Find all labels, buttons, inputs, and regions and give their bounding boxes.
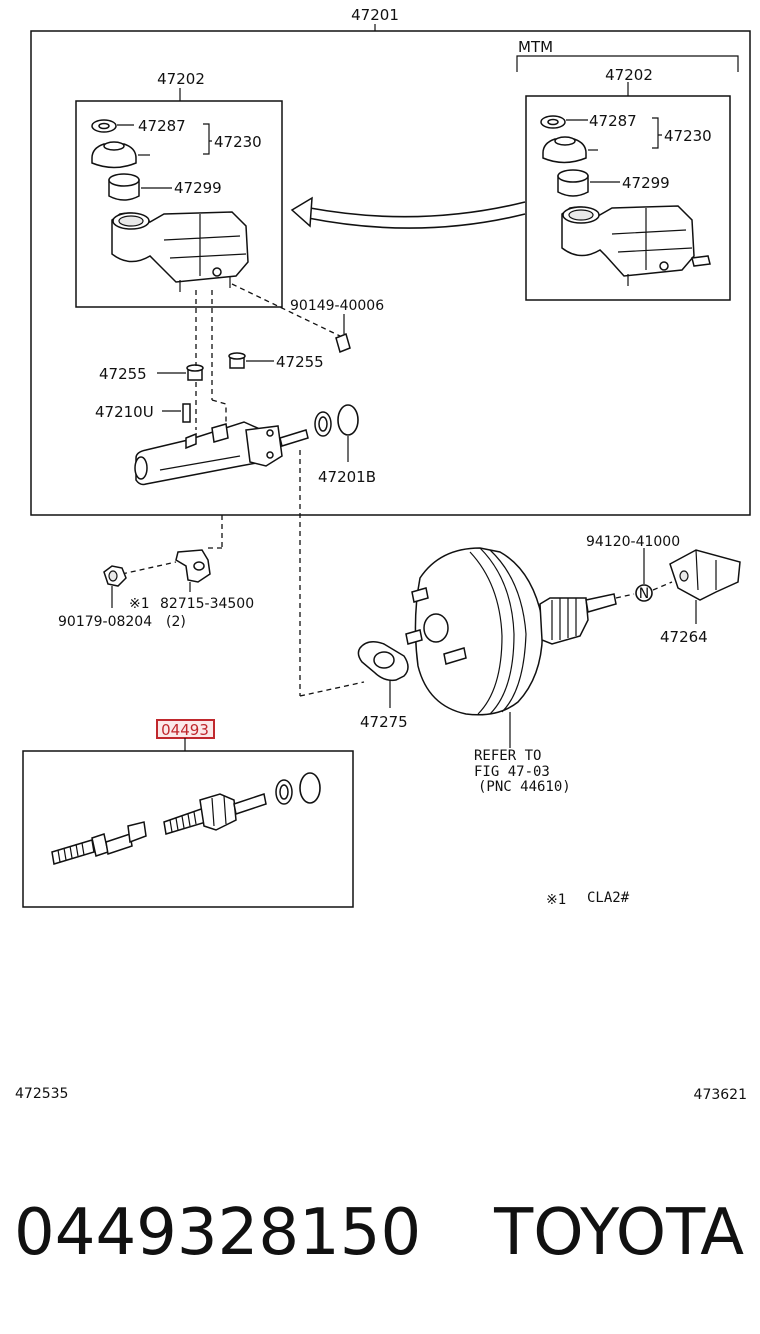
reservoir-right-drawing (540, 115, 711, 286)
bottom-right-code: 473621 (694, 1087, 747, 1103)
kit-drawing (51, 772, 321, 865)
brake-booster-drawing (405, 547, 617, 716)
mtm-label: MTM (518, 38, 553, 56)
master-cylinder-drawing (134, 421, 309, 486)
reservoir-left-drawing (91, 119, 249, 292)
grommet-ref-left: 47255 (99, 365, 147, 383)
bottom-left-code: 472535 (15, 1086, 68, 1102)
reservoir-ref-right: 47202 (605, 66, 653, 84)
kit-box (22, 750, 354, 908)
clevis-pin-ref: 94120-41000 (586, 534, 680, 550)
strainer-ref-left: 47299 (174, 179, 222, 197)
cap-ref-right: 47287 (589, 112, 637, 130)
reservoir-box-left (75, 100, 283, 308)
cap-ref-left: 47287 (138, 117, 186, 135)
reservoir-box-right (525, 95, 731, 301)
clevis-drawing (669, 549, 741, 601)
assembly-frame (30, 30, 751, 516)
clevis-mark: N (639, 586, 649, 602)
bracket-ref: 82715-34500 (160, 596, 254, 612)
cap-assy-ref-left: 47230 (214, 133, 262, 151)
reservoir-ref-left: 47202 (157, 70, 205, 88)
screw-ref: 90149-40006 (290, 298, 384, 314)
clevis-mark-circle (635, 584, 653, 602)
part-number: 0449328150 (14, 1196, 421, 1270)
strainer-ref-right: 47299 (622, 174, 670, 192)
refer-line3: (PNC 44610) (478, 779, 571, 795)
top-ref-label: 47201 (351, 6, 399, 24)
refer-line2: FIG 47-03 (474, 764, 550, 780)
pin-ref: 47210U (95, 403, 154, 421)
bracket-mark: ※1 (129, 596, 149, 612)
bracket-drawing (175, 549, 211, 583)
note-text: CLA2# (587, 890, 630, 906)
variant-arrow (309, 201, 526, 218)
gasket-ref: 47275 (360, 713, 408, 731)
brand-name: TOYOTA (493, 1196, 744, 1270)
highlight-ref[interactable]: 04493 (161, 721, 209, 739)
grommet-ref-right: 47255 (276, 353, 324, 371)
note-mark: ※1 (546, 892, 566, 908)
oring-ref: 47201B (318, 468, 376, 486)
nut-ref: 90179-08204 (58, 614, 152, 630)
nut-qty: (2) (166, 614, 186, 630)
refer-line1: REFER TO (474, 748, 541, 764)
clevis-ref: 47264 (660, 628, 708, 646)
cap-assy-ref-right: 47230 (664, 127, 712, 145)
